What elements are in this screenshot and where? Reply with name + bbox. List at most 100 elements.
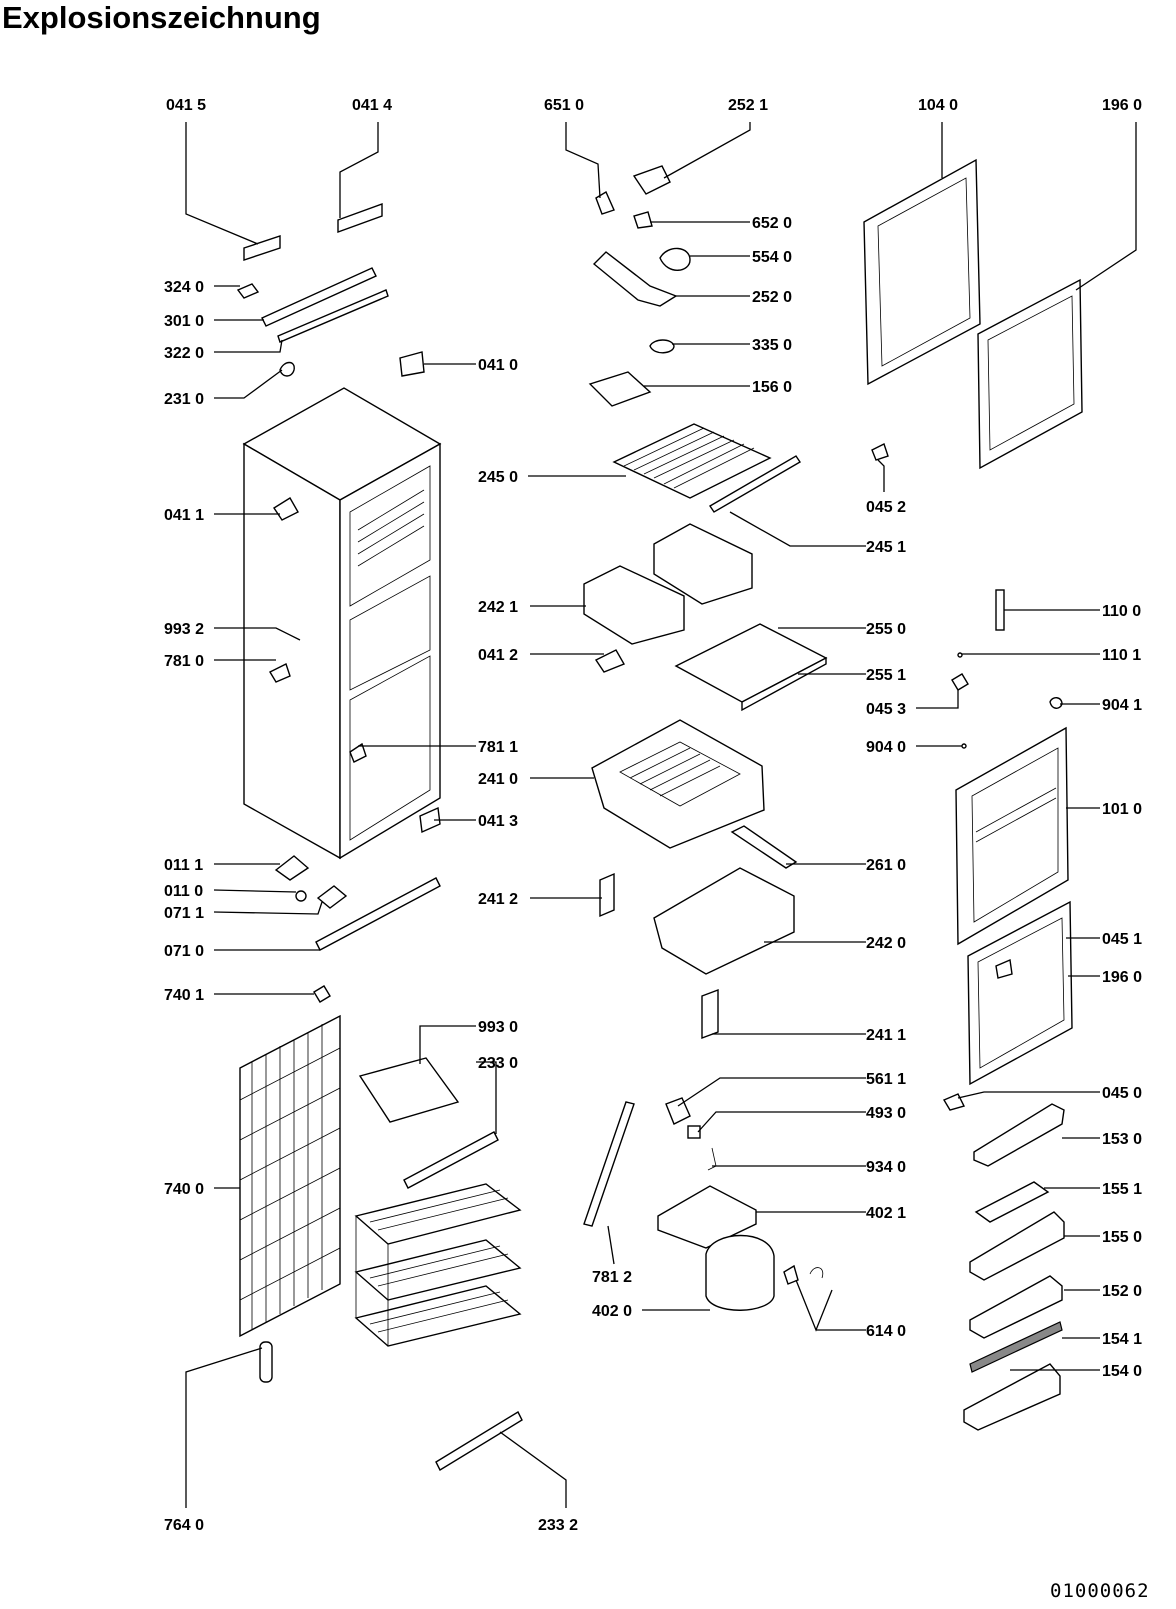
label-2411: 241 1 [866,1027,906,1044]
label-3010: 301 0 [164,313,204,330]
label-2521: 252 1 [728,97,768,114]
compressor-4020 [705,1234,775,1311]
label-0414: 041 4 [352,97,392,114]
shelf-1530 [973,1103,1065,1167]
part-0711 [316,885,348,909]
shelf-trim-2551 [741,656,827,712]
part-7401 [313,985,331,1003]
label-9340: 934 0 [866,1159,906,1176]
label-1101: 110 1 [1102,647,1141,664]
label-0710: 071 0 [164,943,204,960]
seal-1960a [977,278,1083,470]
part-0450 [942,1093,966,1111]
part-2610 [730,825,798,869]
label-2550: 255 0 [866,621,906,638]
shelf-1520 [969,1275,1063,1339]
label-4930: 493 0 [866,1105,906,1122]
label-3240: 324 0 [164,279,204,296]
label-0450: 045 0 [1102,1085,1142,1102]
label-0452: 045 2 [866,499,906,516]
box-2421-a [583,565,685,645]
label-1010: 101 0 [1102,801,1142,818]
label-0413: 041 3 [478,813,518,830]
label-4020: 402 0 [592,1303,632,1320]
part-4930 [687,1125,701,1139]
part-2412 [599,872,615,918]
hinge-0415 [243,235,281,261]
part-5611 [665,1097,691,1125]
label-2450: 245 0 [478,469,518,486]
base-rail-0710 [315,877,441,951]
drawer-2420 [653,867,795,975]
part-1100 [995,589,1005,631]
label-2410: 241 0 [478,771,518,788]
label-7400: 740 0 [164,1181,204,1198]
strip-2330 [403,1131,499,1189]
spring-5540 [659,247,691,271]
wire-shelf-2450 [612,423,772,499]
strip-2332 [435,1411,523,1471]
shelf-1550 [969,1211,1065,1281]
label-6140: 614 0 [866,1323,906,1340]
label-3220: 322 0 [164,345,204,362]
label-1550: 155 0 [1102,1229,1142,1246]
glass-shelf-2550 [674,623,828,703]
part-0110 [295,890,307,902]
label-2551: 255 1 [866,667,906,684]
part-0452 [871,443,889,461]
label-2520: 252 0 [752,289,792,306]
door-1010 [955,726,1069,946]
hinge-0414 [337,203,383,233]
part-0451 [995,958,1013,979]
label-0110: 011 0 [164,883,203,900]
label-1560: 156 0 [752,379,792,396]
label-2451: 245 1 [866,539,906,556]
label-2332: 233 2 [538,1517,578,1534]
label-1551: 155 1 [1102,1181,1142,1198]
seal-1960b [967,900,1073,1086]
condenser-7400 [239,1014,341,1338]
cover-2521 [632,165,671,195]
ice-tray-1560 [588,371,652,407]
part-6140-clip [809,1267,824,1279]
label-0453: 045 3 [866,701,906,718]
part-7810 [269,663,291,683]
label-7640: 764 0 [164,1517,204,1534]
part-2411 [701,988,719,1040]
label-0410: 041 0 [478,357,518,374]
drawer-2410 [591,719,765,849]
part-3240 [236,283,260,299]
label-0111: 011 1 [164,857,203,874]
label-1040: 104 0 [918,97,958,114]
parts-layer [236,158,1083,1471]
strip-1541 [969,1321,1063,1373]
label-1960b: 196 0 [1102,969,1142,986]
label-0412: 041 2 [478,647,518,664]
cap-2310 [279,361,295,377]
label-1530: 153 0 [1102,1131,1142,1148]
part-0413 [419,806,441,834]
evaporator-shelves [354,1183,522,1347]
label-2420: 242 0 [866,935,906,952]
label-0451: 045 1 [1102,931,1142,948]
part-6510 [595,190,615,215]
filter-7640 [259,1341,273,1383]
document-number: 01000062 [1050,1580,1150,1602]
label-6510: 651 0 [544,97,584,114]
label-9932: 993 2 [164,621,204,638]
tray-4021 [657,1185,757,1249]
label-0415: 041 5 [166,97,206,114]
label-9040: 904 0 [866,739,906,756]
part-labels: 041 5 041 4 651 0 252 1 104 0 196 0 652 … [164,97,1142,1534]
label-1100: 110 0 [1102,603,1141,620]
label-1520: 152 0 [1102,1283,1142,1300]
top-rail-3010 [261,267,377,327]
label-5611: 561 1 [866,1071,906,1088]
page-title: Explosionszeichnung [2,0,321,35]
box-2421-b [653,523,753,605]
leader-lines [185,122,1137,1508]
label-0711: 071 1 [164,905,204,922]
strip-3220 [277,289,389,343]
part-0412 [594,649,626,673]
